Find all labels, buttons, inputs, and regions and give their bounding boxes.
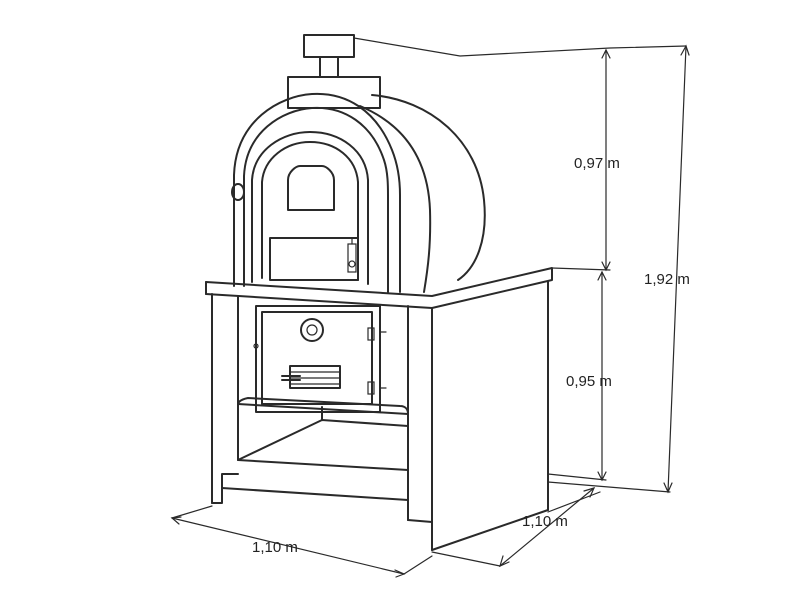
- depth-label: 1,10 m: [522, 513, 568, 530]
- counter-slab: [205, 267, 553, 309]
- lower-height-label: 0,95 m: [566, 373, 612, 390]
- chimney: [287, 34, 381, 109]
- width-label: 1,10 m: [252, 539, 298, 556]
- total-height-label: 1,92 m: [644, 271, 690, 288]
- dimension-lines: [170, 37, 690, 578]
- base-cabinet: [211, 281, 549, 551]
- upper-height-label: 0,97 m: [574, 155, 620, 172]
- oven-dome: [231, 92, 486, 293]
- firebox-door: [253, 305, 387, 413]
